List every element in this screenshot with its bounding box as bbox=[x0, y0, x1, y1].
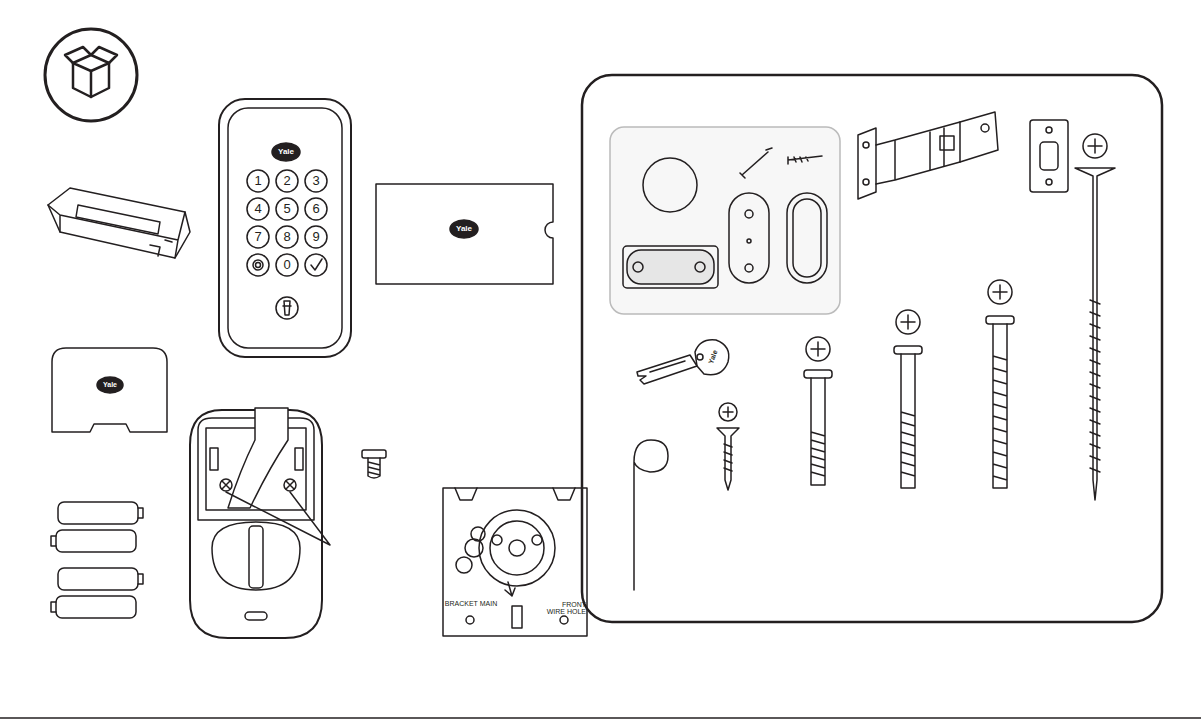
interior-assembly bbox=[190, 408, 330, 638]
part-label: FRONT WIRE HOLE bbox=[544, 601, 586, 616]
key-digit: 0 bbox=[283, 258, 290, 272]
battery-module bbox=[48, 188, 190, 258]
tool-pin bbox=[634, 440, 668, 590]
key-digit: 7 bbox=[254, 230, 261, 244]
key-digit: 3 bbox=[312, 174, 319, 188]
box-icon bbox=[45, 29, 137, 121]
key-digit: 5 bbox=[283, 202, 290, 216]
logo-text: Yale bbox=[103, 381, 117, 388]
logo-text: Yale bbox=[456, 225, 472, 233]
battery-cover bbox=[52, 348, 167, 432]
strike-plate bbox=[1030, 120, 1068, 192]
keypad-front bbox=[219, 99, 351, 357]
part-label: BRACKET MAIN bbox=[445, 600, 497, 607]
sleeve-card bbox=[376, 184, 553, 284]
latch bbox=[858, 112, 998, 199]
long-screw bbox=[1075, 134, 1115, 500]
key-digit: 1 bbox=[254, 174, 261, 188]
key-digit: 2 bbox=[283, 174, 290, 188]
key-digit: 9 bbox=[312, 230, 319, 244]
page-rule bbox=[0, 717, 1201, 719]
mounting-screw bbox=[362, 450, 386, 478]
adhesive-tray bbox=[610, 127, 840, 314]
hardware-panel bbox=[582, 75, 1162, 622]
key-digit: 4 bbox=[254, 202, 261, 216]
screws bbox=[717, 280, 1014, 490]
key bbox=[637, 340, 729, 384]
batteries bbox=[51, 502, 143, 618]
mounting-bracket bbox=[443, 488, 587, 636]
logo-text: Yale bbox=[707, 349, 719, 365]
logo-text: Yale bbox=[278, 148, 294, 156]
key-digit: 8 bbox=[283, 230, 290, 244]
key-digit: 6 bbox=[312, 202, 319, 216]
